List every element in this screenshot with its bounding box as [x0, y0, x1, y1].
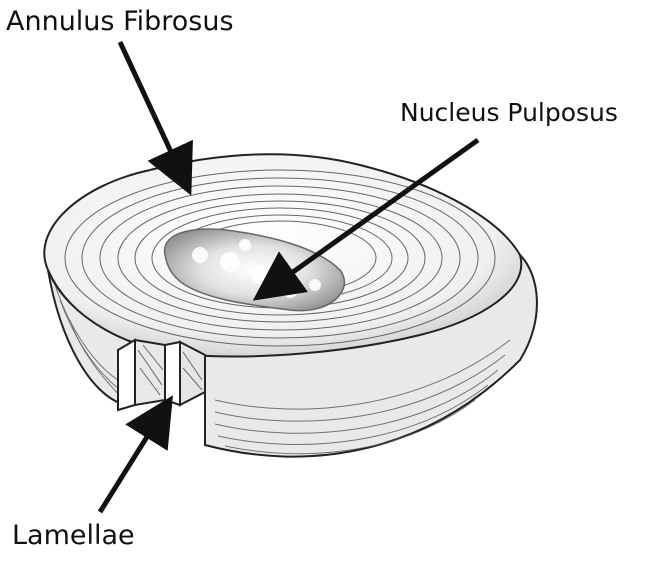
annulus-fibrosus-label: Annulus Fibrosus: [6, 8, 234, 35]
lamellae-arrow: [100, 408, 165, 512]
lamellae-label: Lamellae: [12, 522, 135, 549]
nucleus-pulposus-label: Nucleus Pulposus: [400, 100, 618, 125]
annulus-fibrosus-arrow: [120, 42, 185, 182]
lamellae-cutaway: [118, 340, 205, 410]
